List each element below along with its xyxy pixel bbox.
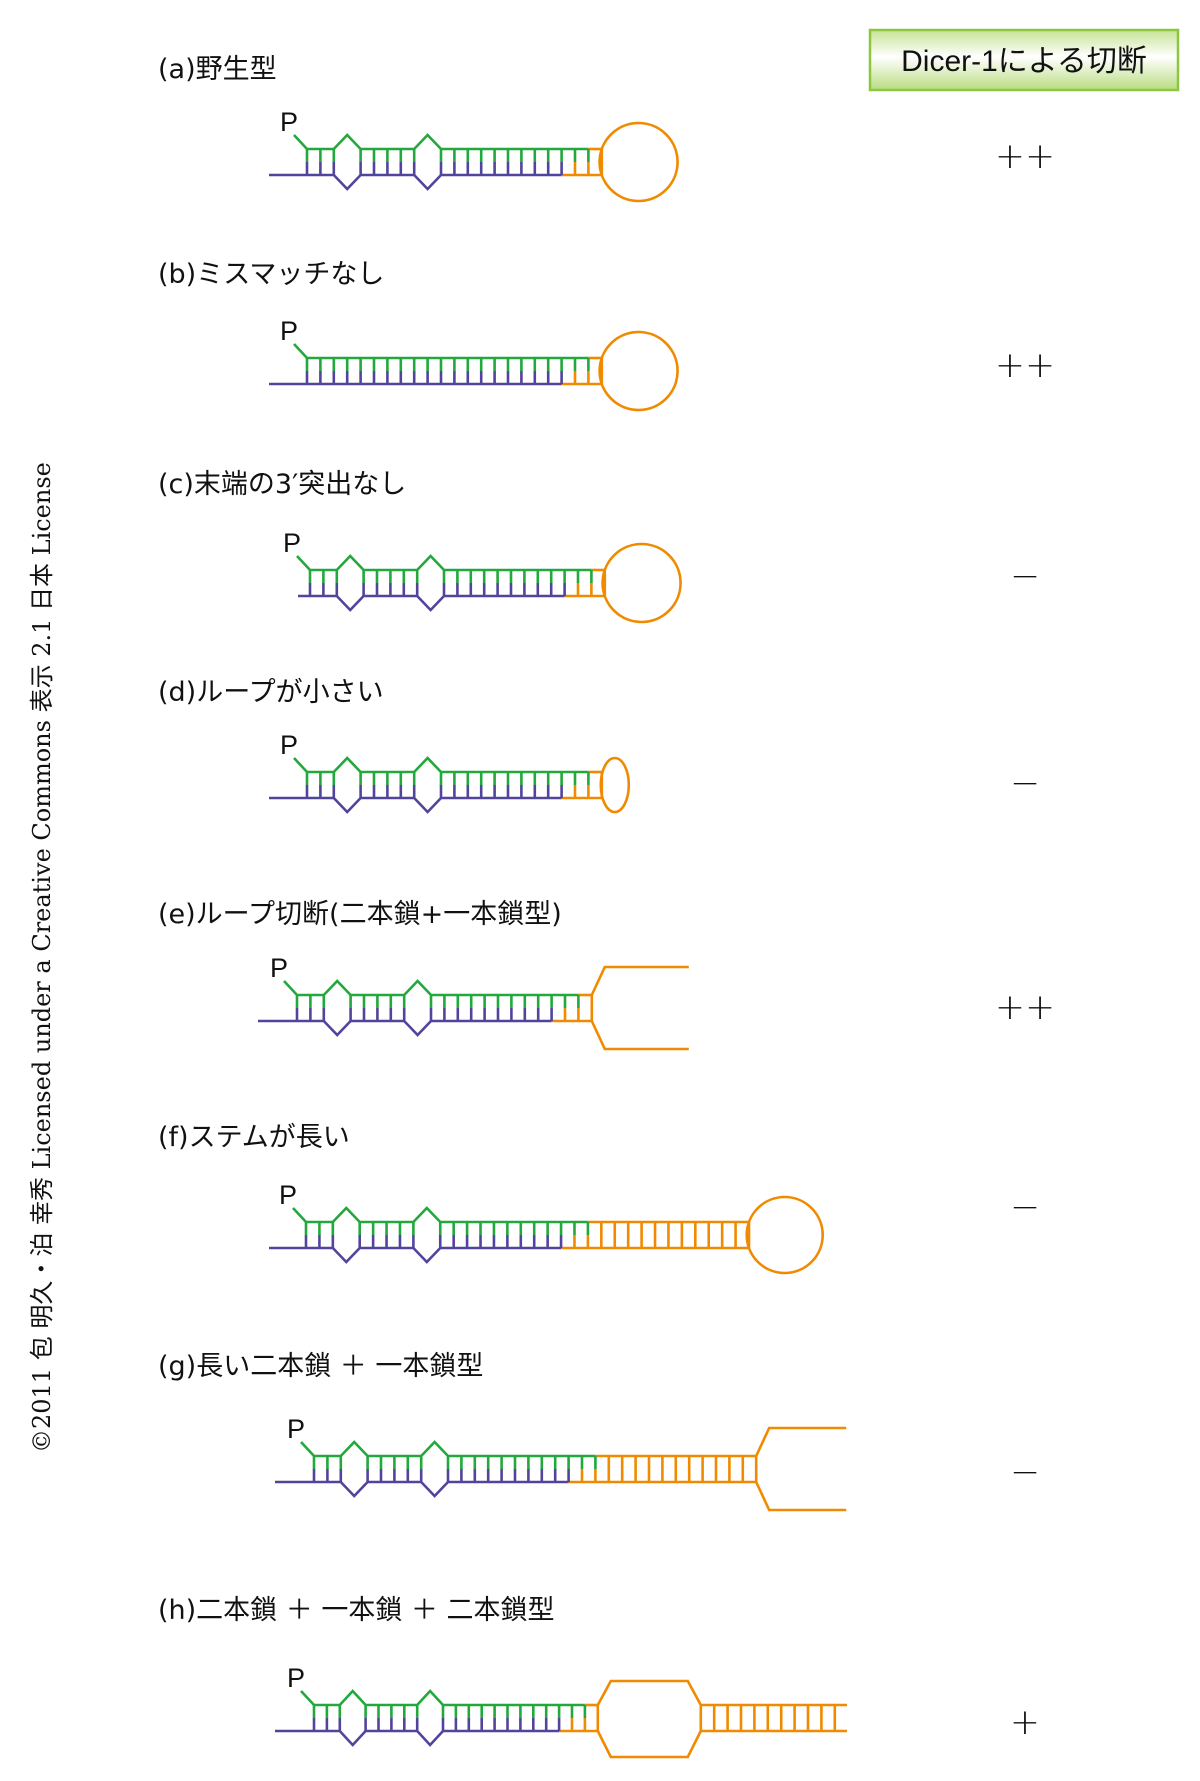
cleavage-result: + <box>1010 1702 1040 1743</box>
passenger-strand <box>269 173 562 191</box>
phosphate-label: P <box>280 107 298 137</box>
cleavage-result: ++ <box>995 987 1055 1028</box>
construct-row: (d)ループが小さい − P <box>158 677 1040 814</box>
cleavage-result: ++ <box>995 136 1055 177</box>
passenger-strand <box>275 1729 560 1747</box>
construct-label: (c)末端の3′突出なし <box>158 469 406 500</box>
guide-strand <box>300 1689 585 1707</box>
header-box: Dicer-1による切断 <box>868 28 1180 92</box>
guide-strand <box>300 1440 596 1458</box>
header-title: Dicer-1による切断 <box>901 45 1147 78</box>
guide-strand <box>293 133 589 151</box>
copyright-notice: ©2011 包 明久・泊 幸秀 Licensed under a Creativ… <box>28 462 56 1453</box>
header-box-bg <box>868 28 1180 92</box>
construct-label: (e)ループ切断(二本鎖+一本鎖型) <box>158 899 562 930</box>
cleavage-result: ++ <box>995 345 1055 386</box>
construct-row: (a)野生型 ++ P <box>158 54 1055 203</box>
construct-row: (c)末端の3′突出なし − P <box>158 469 1040 624</box>
phosphate-label: P <box>283 528 301 558</box>
passenger-strand <box>258 1019 552 1037</box>
passenger-strand <box>275 1480 569 1498</box>
construct-row: (b)ミスマッチなし ++ P <box>158 259 1055 412</box>
terminal-loop <box>598 330 679 412</box>
cleavage-result: − <box>1010 556 1040 597</box>
construct-label: (f)ステムが長い <box>158 1122 350 1153</box>
single-strand-top <box>755 1426 847 1457</box>
construct-label: (b)ミスマッチなし <box>158 259 384 290</box>
terminal-loop <box>745 1195 825 1275</box>
construct-label: (g)長い二本鎖 ＋ 一本鎖型 <box>158 1351 483 1382</box>
passenger-strand <box>298 594 565 612</box>
construct-label: (h)二本鎖 ＋ 一本鎖 ＋ 二本鎖型 <box>158 1595 555 1626</box>
single-strand-bottom <box>590 1020 689 1051</box>
phosphate-label: P <box>280 730 298 760</box>
phosphate-label: P <box>279 1180 297 1210</box>
guide-strand <box>296 554 592 572</box>
cleavage-result: − <box>1010 1187 1040 1228</box>
passenger-strand <box>269 796 562 814</box>
construct-label: (a)野生型 <box>158 54 277 85</box>
cleavage-result: − <box>1010 763 1040 804</box>
passenger-strand <box>269 1246 562 1264</box>
construct-row: (e)ループ切断(二本鎖+一本鎖型) ++ P <box>158 899 1055 1051</box>
terminal-loop <box>598 121 679 203</box>
construct-row: (f)ステムが長い − P <box>158 1122 1040 1275</box>
phosphate-label: P <box>287 1414 305 1444</box>
phosphate-label: P <box>270 953 288 983</box>
single-strand-top <box>590 965 689 996</box>
construct-row: (h)二本鎖 ＋ 一本鎖 ＋ 二本鎖型 + P <box>158 1595 1040 1759</box>
terminal-loop <box>601 542 682 624</box>
guide-strand <box>292 1206 588 1224</box>
construct-label: (d)ループが小さい <box>158 677 384 708</box>
cleavage-result: − <box>1010 1452 1040 1493</box>
guide-strand <box>283 979 579 997</box>
phosphate-label: P <box>280 316 298 346</box>
small-terminal-loop <box>599 756 631 814</box>
construct-row: (g)長い二本鎖 ＋ 一本鎖型 − P <box>158 1351 1040 1512</box>
internal-loop-top <box>596 1679 702 1706</box>
guide-strand <box>293 343 589 360</box>
single-strand-bottom <box>755 1481 847 1512</box>
internal-loop-bottom <box>596 1730 702 1759</box>
phosphate-label: P <box>287 1663 305 1693</box>
guide-strand <box>293 756 589 774</box>
